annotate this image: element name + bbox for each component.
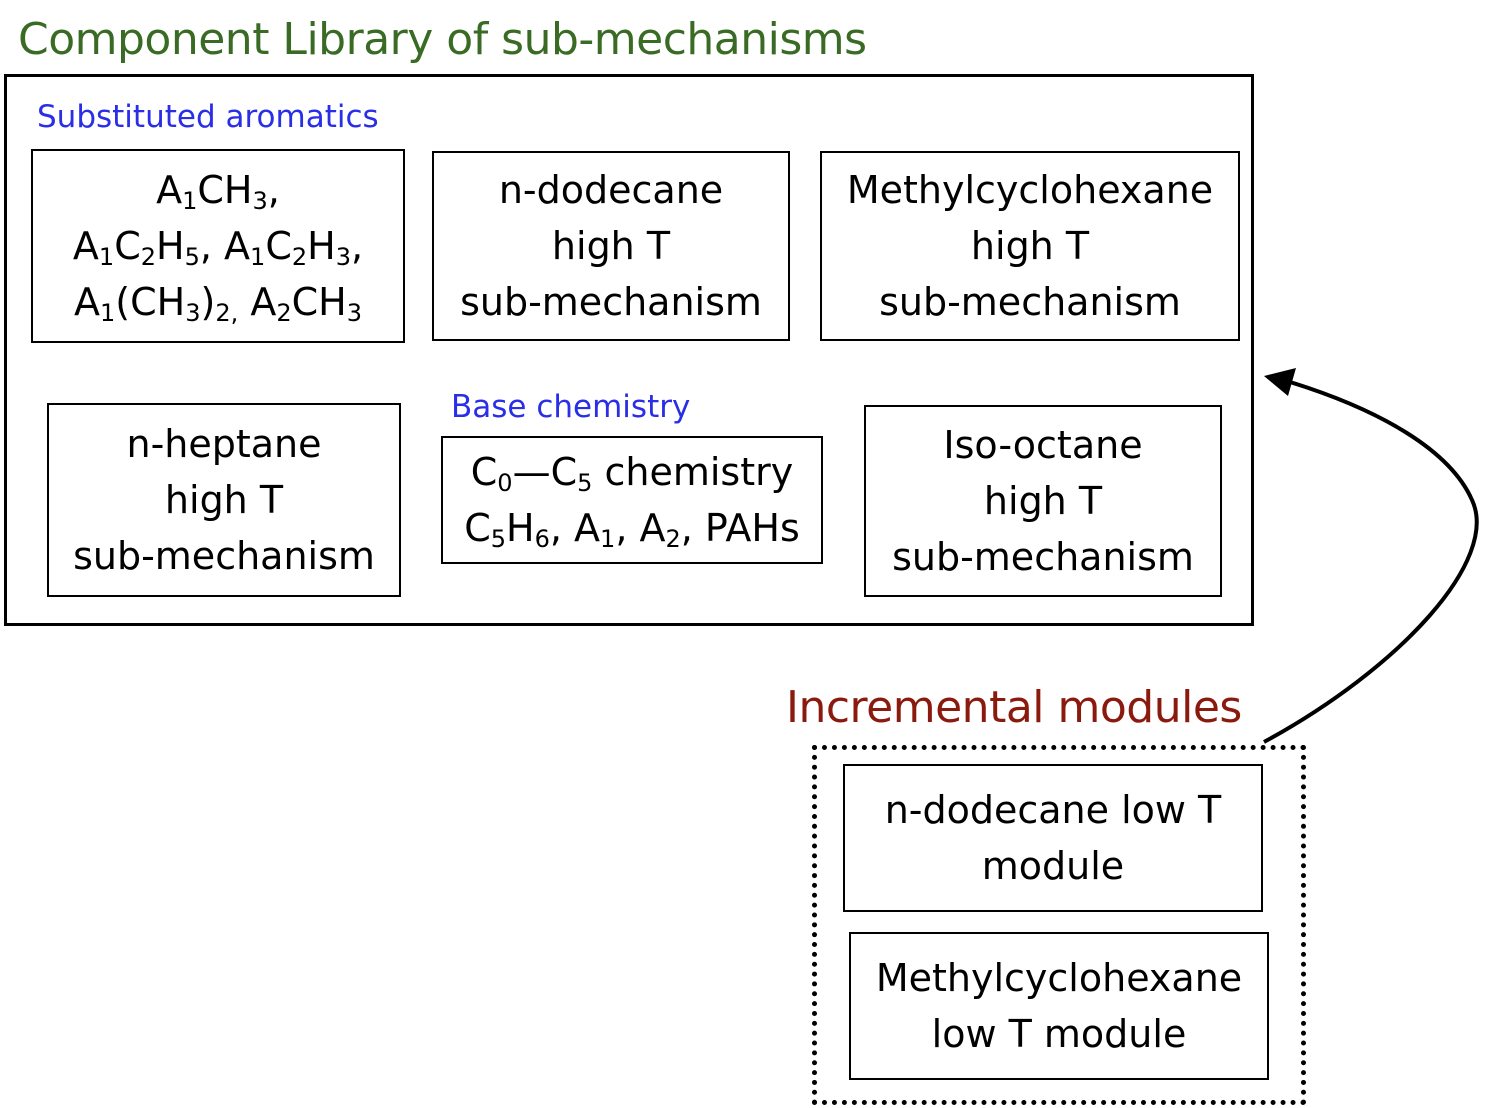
n-heptane-high-t-box: n-heptane high T sub-mechanism <box>47 403 401 597</box>
substituted-aromatics-label: Substituted aromatics <box>37 99 379 135</box>
base-line-1: C0—C5 chemistry <box>470 450 794 497</box>
iso-octane-high-t-box: Iso-octane high T sub-mechanism <box>864 405 1222 597</box>
base-chemistry-box: C0—C5 chemistry C5H6, A1, A2, PAHs <box>441 436 823 564</box>
aromatics-line-2: A1C2H5, A1C2H3, <box>72 224 364 271</box>
arrow-head <box>1264 368 1296 396</box>
substituted-aromatics-box: A1CH3, A1C2H5, A1C2H3, A1(CH3)2, A2CH3 <box>31 149 405 343</box>
incremental-modules-title: Incremental modules <box>786 682 1242 733</box>
methylcyclohexane-high-t-box: Methylcyclohexane high T sub-mechanism <box>820 151 1240 341</box>
incremental-modules-frame: n-dodecane low T module Methylcyclohexan… <box>812 745 1306 1105</box>
base-line-2: C5H6, A1, A2, PAHs <box>464 506 800 553</box>
component-library-frame: Substituted aromatics A1CH3, A1C2H5, A1C… <box>4 74 1254 626</box>
arrow-curve <box>1263 380 1479 744</box>
n-dodecane-low-t-module-box: n-dodecane low T module <box>843 764 1263 912</box>
aromatics-line-3: A1(CH3)2, A2CH3 <box>74 280 362 327</box>
methylcyclohexane-low-t-module-box: Methylcyclohexane low T module <box>849 932 1269 1080</box>
n-dodecane-high-t-box: n-dodecane high T sub-mechanism <box>432 151 790 341</box>
aromatics-line-1: A1CH3, <box>156 168 280 215</box>
base-chemistry-label: Base chemistry <box>451 389 691 425</box>
diagram-title: Component Library of sub-mechanisms <box>18 14 867 65</box>
